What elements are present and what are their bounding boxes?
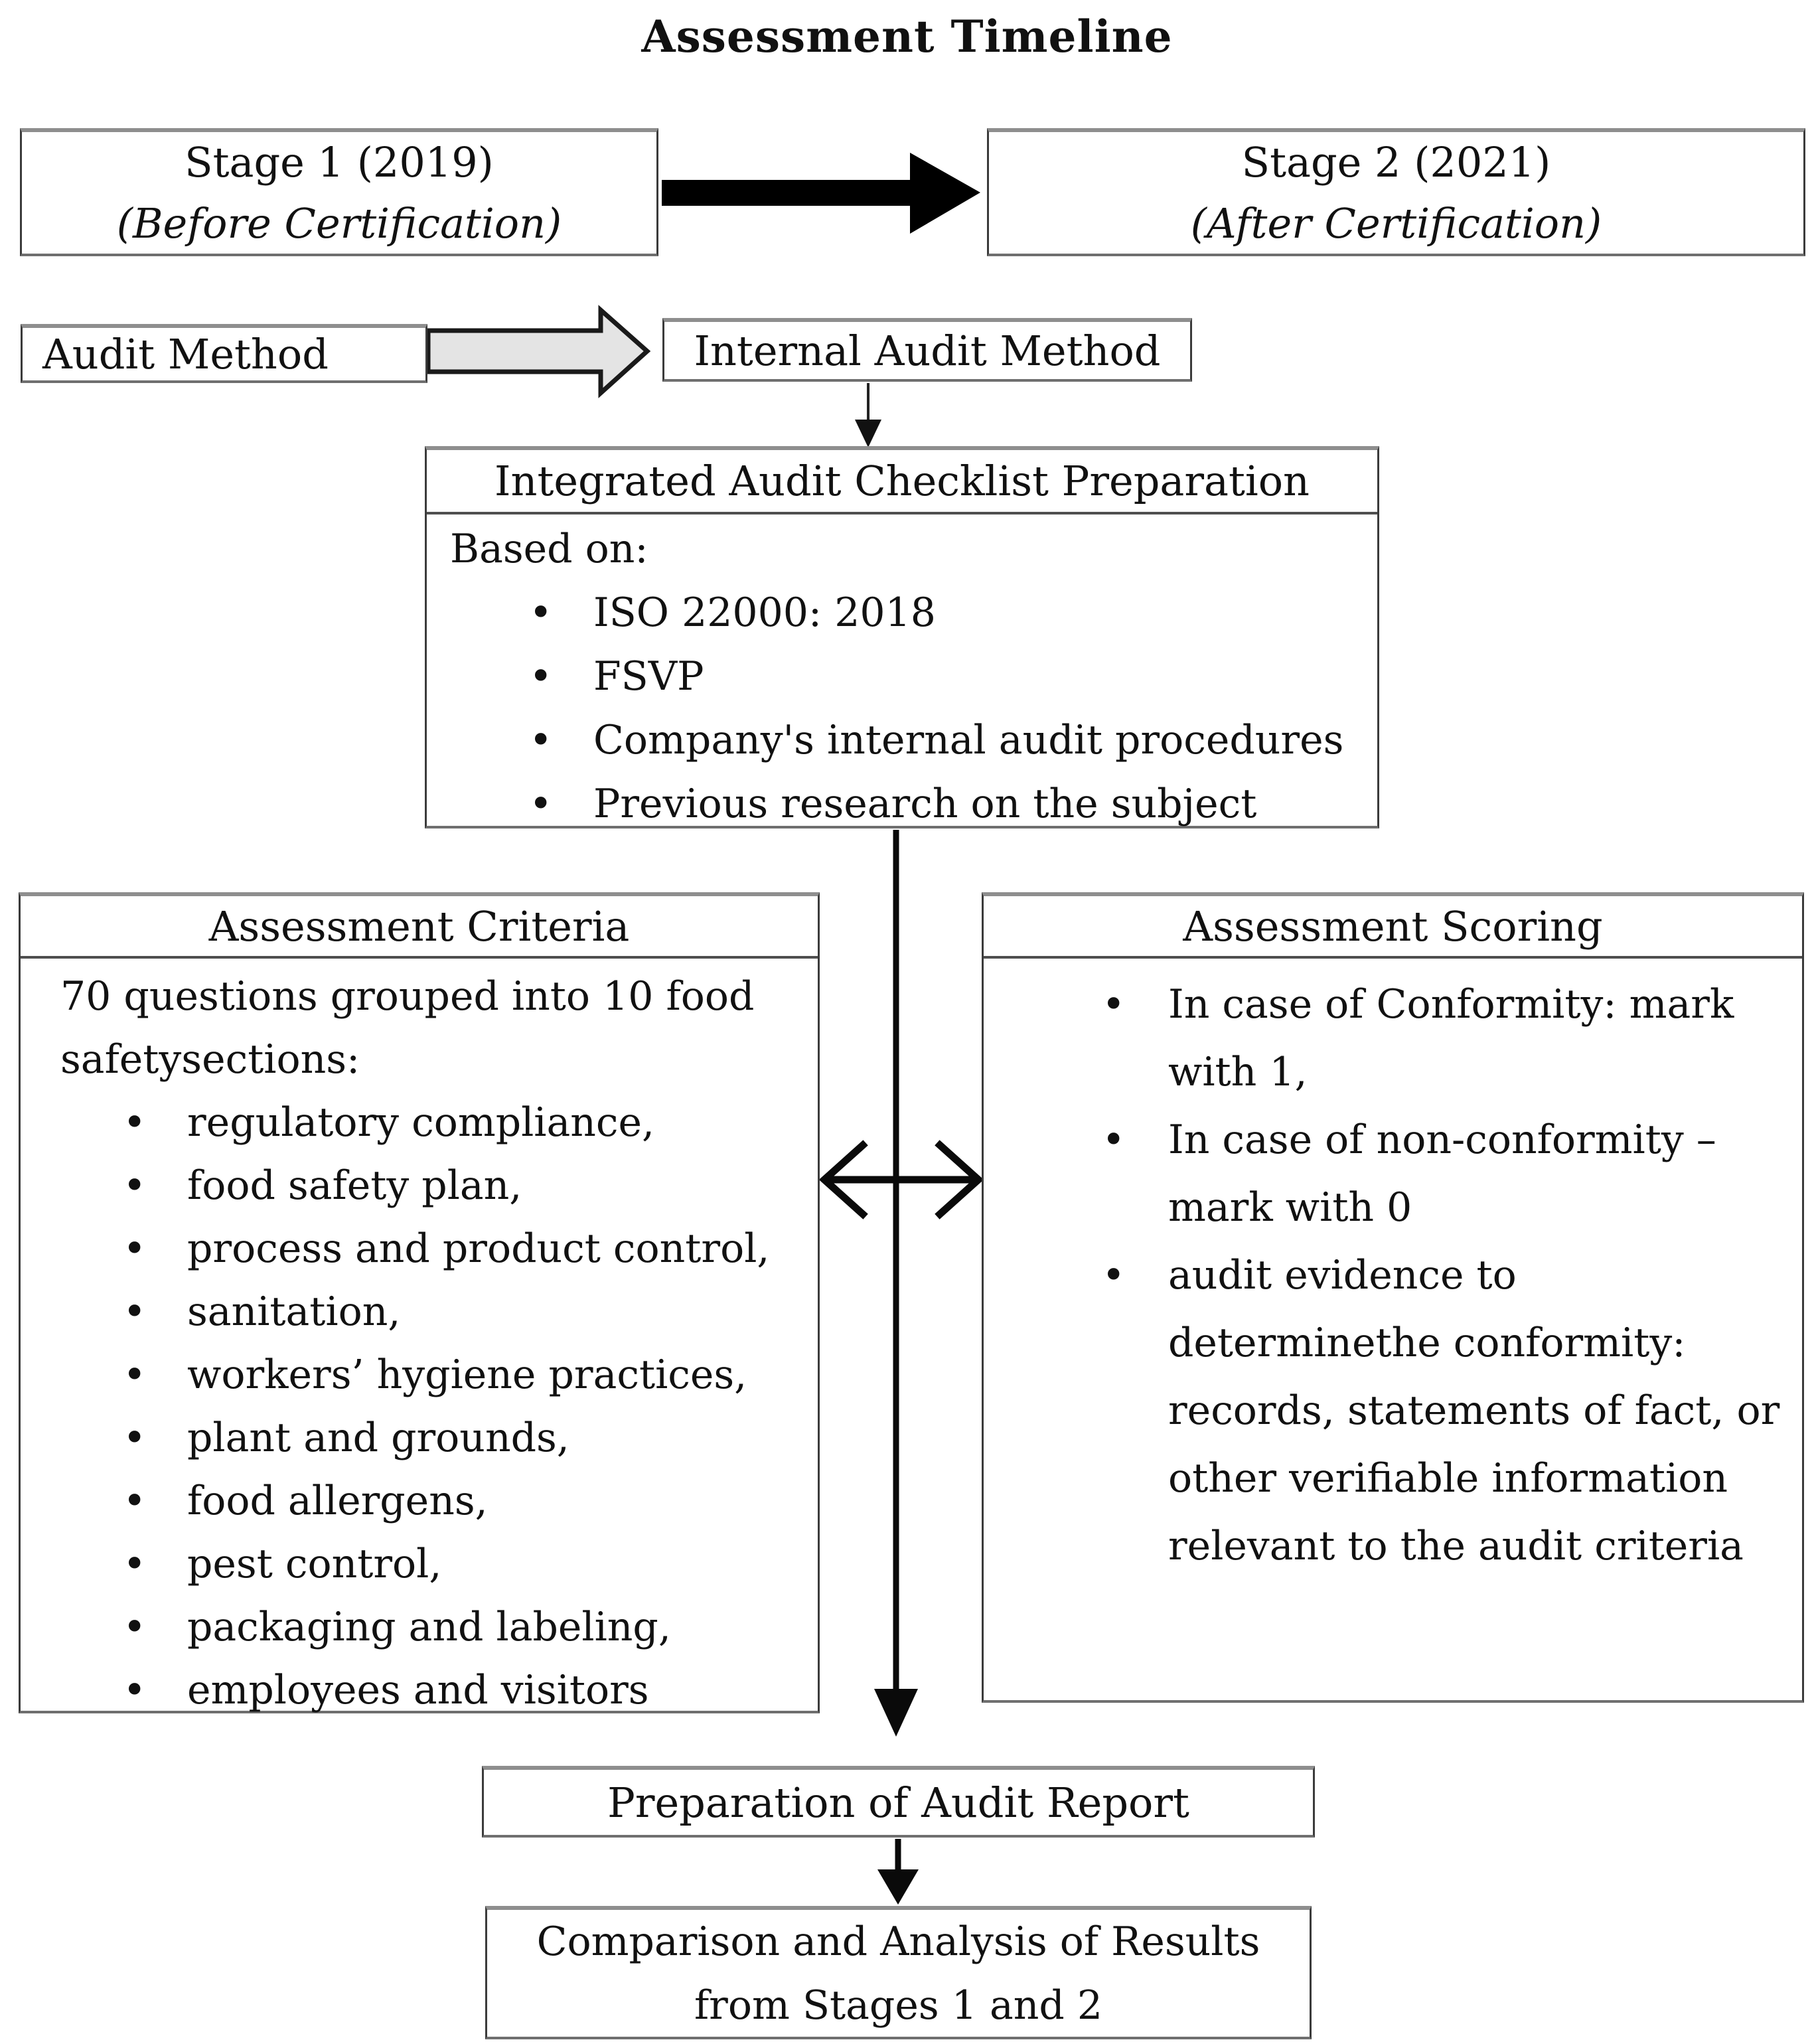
criteria-intro: 70 questions grouped into 10 food safety… [60, 973, 755, 1083]
criteria-list: •regulatory compliance, •food safety pla… [21, 1091, 818, 1722]
comparison-label: Comparison and Analysis of Results from … [536, 1918, 1260, 2029]
bullet-icon: • [123, 1099, 147, 1146]
bullet-icon: • [529, 717, 553, 763]
assessment-criteria-box: Assessment Criteria 70 questions grouped… [19, 892, 820, 1713]
stage2-box: Stage 2 (2021) (After Certification) [987, 128, 1805, 256]
bullet-icon: • [1102, 1117, 1126, 1163]
list-item: •Previous research on the subject [427, 772, 1377, 836]
stage2-subtitle: (After Certification) [1190, 198, 1602, 248]
report-down-arrow-icon [877, 1839, 919, 1905]
bullet-icon: • [529, 653, 553, 700]
list-item: •food safety plan, [21, 1154, 818, 1218]
list-item: •ISO 22000: 2018 [427, 581, 1377, 645]
internal-audit-method-box: Internal Audit Method [662, 318, 1192, 382]
bullet-icon: • [123, 1352, 147, 1398]
audit-method-arrow-icon [425, 305, 651, 398]
checklist-intro: Based on: [450, 526, 648, 572]
checklist-title: Integrated Audit Checklist Preparation [427, 450, 1377, 514]
bullet-icon: • [1102, 1252, 1126, 1298]
stage1-box: Stage 1 (2019) (Before Certification) [20, 128, 658, 256]
bullet-icon: • [1102, 981, 1126, 1028]
bullet-icon: • [123, 1604, 147, 1650]
assessment-scoring-box: Assessment Scoring •In case of Conformit… [982, 892, 1804, 1703]
checklist-list: •ISO 22000: 2018 •FSVP •Company's intern… [427, 581, 1377, 836]
audit-method-box: Audit Method [21, 324, 427, 383]
internal-audit-method-label: Internal Audit Method [694, 326, 1161, 375]
audit-report-box: Preparation of Audit Report [482, 1766, 1315, 1838]
scoring-list: •In case of Conformity: mark with 1, •In… [984, 971, 1802, 1580]
list-item: •employees and visitors [21, 1659, 818, 1722]
list-item: •Company's internal audit procedures [427, 708, 1377, 772]
bullet-icon: • [529, 781, 553, 827]
list-item: •pest control, [21, 1533, 818, 1596]
audit-report-label: Preparation of Audit Report [607, 1778, 1189, 1827]
bullet-icon: • [123, 1225, 147, 1272]
list-item: •FSVP [427, 645, 1377, 708]
stage1-name: Stage 1 (2019) [185, 137, 494, 187]
list-item: •In case of Conformity: mark with 1, [984, 971, 1802, 1106]
bullet-icon: • [123, 1667, 147, 1713]
assessment-scoring-title: Assessment Scoring [984, 896, 1802, 959]
bullet-icon: • [123, 1289, 147, 1335]
list-item: •plant and grounds, [21, 1407, 818, 1470]
diagram-title: Assessment Timeline [641, 11, 1173, 62]
checklist-box: Integrated Audit Checklist Preparation B… [425, 446, 1379, 828]
criteria-scoring-double-arrow-icon [818, 1140, 984, 1219]
comparison-box: Comparison and Analysis of Results from … [485, 1906, 1312, 2039]
list-item: •In case of non-conformity – mark with 0 [984, 1106, 1802, 1241]
internal-audit-down-arrow-icon [855, 383, 881, 447]
stage1-subtitle: (Before Certification) [116, 198, 562, 248]
bullet-icon: • [123, 1162, 147, 1209]
assessment-criteria-title: Assessment Criteria [21, 896, 818, 959]
list-item: •workers’ hygiene practices, [21, 1344, 818, 1407]
bullet-icon: • [529, 590, 553, 636]
list-item: •regulatory compliance, [21, 1091, 818, 1154]
list-item: •sanitation, [21, 1281, 818, 1344]
bullet-icon: • [123, 1478, 147, 1524]
checklist-down-arrow-icon [874, 830, 918, 1737]
list-item: •audit evidence to determinethe conformi… [984, 1241, 1802, 1580]
stage-flow-arrow-icon [662, 153, 980, 234]
list-item: •food allergens, [21, 1470, 818, 1533]
bullet-icon: • [123, 1415, 147, 1461]
audit-method-label: Audit Method [42, 330, 329, 378]
list-item: •packaging and labeling, [21, 1596, 818, 1659]
bullet-icon: • [123, 1541, 147, 1587]
stage2-name: Stage 2 (2021) [1241, 137, 1551, 187]
list-item: •process and product control, [21, 1218, 818, 1281]
